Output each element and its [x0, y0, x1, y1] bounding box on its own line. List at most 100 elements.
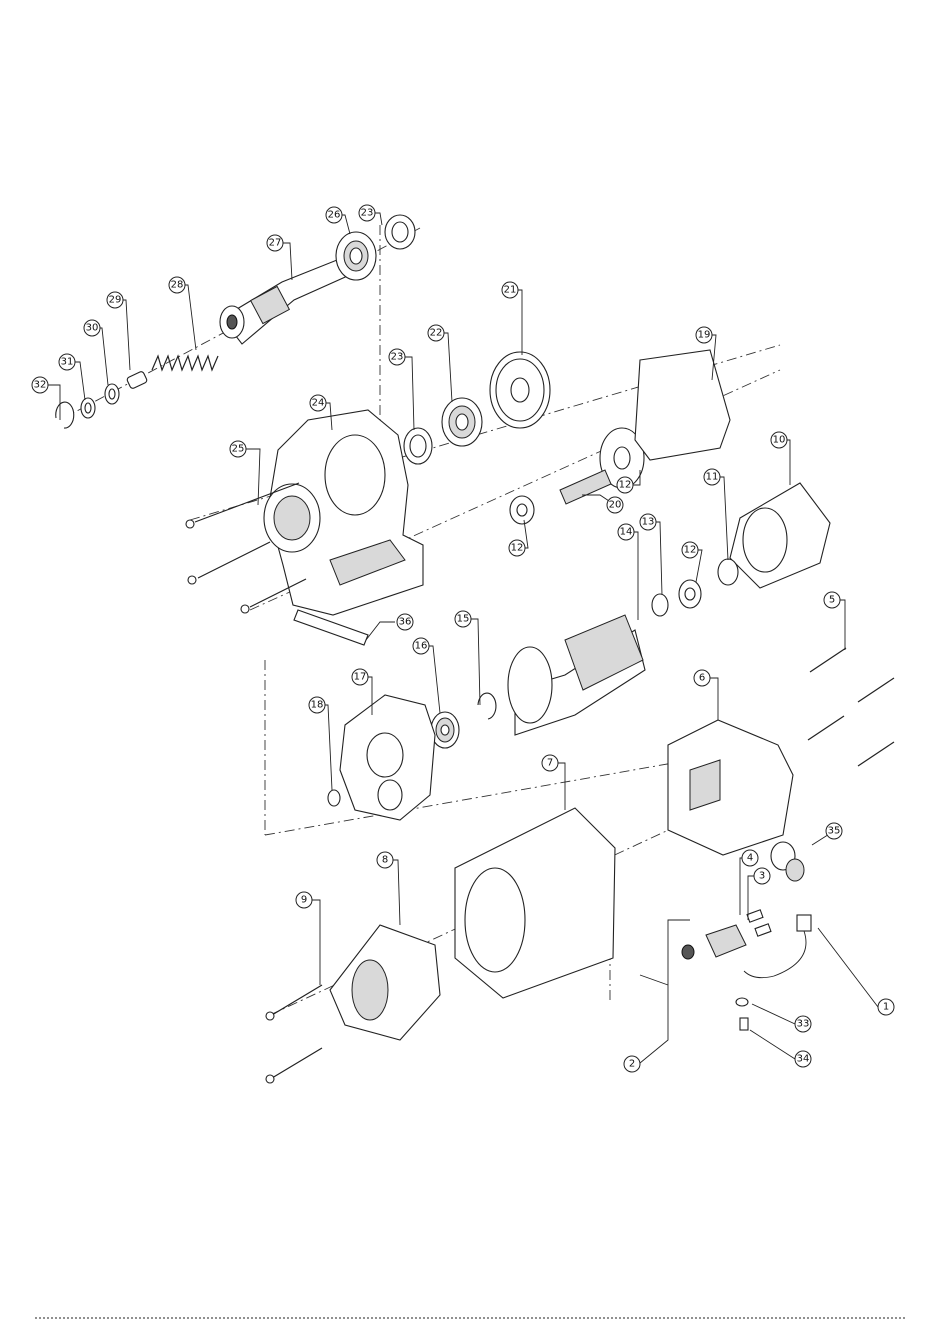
part-spring-28	[152, 356, 218, 370]
label-5: 5	[824, 592, 840, 608]
svg-text:7: 7	[547, 758, 553, 769]
label-29: 29	[107, 292, 123, 308]
svg-text:29: 29	[109, 295, 122, 306]
svg-text:3: 3	[759, 871, 765, 882]
label-12-b: 12	[617, 477, 633, 493]
assembly-axes	[60, 225, 780, 1015]
label-10: 10	[771, 432, 787, 448]
label-22: 22	[428, 325, 444, 341]
part-cover-ring-10	[730, 483, 830, 588]
part-gear-shaft-20	[560, 428, 644, 504]
label-20: 20	[607, 497, 623, 513]
svg-text:15: 15	[457, 614, 470, 625]
label-14: 14	[618, 524, 634, 540]
part-washer-13	[652, 594, 668, 616]
svg-text:27: 27	[269, 238, 282, 249]
part-circlip-15	[478, 693, 496, 719]
svg-text:12: 12	[511, 543, 524, 554]
label-16: 16	[413, 638, 429, 654]
svg-text:25: 25	[232, 444, 245, 455]
label-31: 31	[59, 354, 75, 370]
part-screws-5	[808, 648, 894, 766]
svg-text:16: 16	[415, 641, 428, 652]
svg-text:32: 32	[34, 380, 47, 391]
part-gasket-19	[635, 350, 730, 460]
part-flange-17	[340, 695, 435, 820]
label-30: 30	[84, 320, 100, 336]
label-2: 2	[624, 1056, 640, 1072]
part-stator-housing-7	[455, 808, 615, 998]
part-circlip-32	[56, 402, 74, 428]
svg-text:4: 4	[747, 853, 753, 864]
label-32: 32	[32, 377, 48, 393]
svg-text:35: 35	[828, 826, 841, 837]
label-7: 7	[542, 755, 558, 771]
label-24: 24	[310, 395, 326, 411]
svg-text:21: 21	[504, 285, 517, 296]
label-1: 1	[878, 999, 894, 1015]
part-spindle-27	[220, 258, 352, 344]
label-18: 18	[309, 697, 325, 713]
part-armature-14	[508, 615, 645, 735]
part-capacitor-1	[744, 915, 811, 978]
svg-text:6: 6	[699, 673, 705, 684]
part-bearing-16	[431, 712, 459, 748]
part-washer-33	[736, 998, 748, 1006]
svg-text:20: 20	[609, 500, 622, 511]
part-o-ring-11	[718, 559, 738, 585]
svg-text:5: 5	[829, 595, 835, 606]
label-27: 27	[267, 235, 283, 251]
part-cable-gland-35	[771, 842, 804, 881]
label-4: 4	[742, 850, 758, 866]
part-seal-23-top	[385, 215, 415, 249]
svg-text:23: 23	[361, 208, 374, 219]
label-11: 11	[704, 469, 720, 485]
svg-text:24: 24	[312, 398, 325, 409]
label-28: 28	[169, 277, 185, 293]
label-3: 3	[754, 868, 770, 884]
part-gear-21	[490, 352, 550, 428]
svg-text:9: 9	[301, 895, 307, 906]
svg-text:30: 30	[86, 323, 99, 334]
svg-text:14: 14	[620, 527, 633, 538]
label-33: 33	[795, 1016, 811, 1032]
svg-text:22: 22	[430, 328, 443, 339]
svg-text:1: 1	[883, 1002, 889, 1013]
svg-text:26: 26	[328, 210, 341, 221]
svg-text:19: 19	[698, 330, 711, 341]
part-ring-18	[328, 790, 340, 806]
part-screws-9	[266, 985, 322, 1083]
svg-text:12: 12	[619, 480, 632, 491]
part-gear-housing-24	[264, 410, 423, 615]
svg-text:17: 17	[354, 672, 367, 683]
label-12-a: 12	[509, 540, 525, 556]
label-9: 9	[296, 892, 312, 908]
svg-text:11: 11	[706, 472, 719, 483]
label-36: 36	[397, 614, 413, 630]
part-key-36	[294, 610, 368, 645]
svg-text:8: 8	[382, 855, 388, 866]
part-bearing-26	[336, 232, 376, 280]
label-21: 21	[502, 282, 518, 298]
label-15: 15	[455, 611, 471, 627]
part-seal-23-mid	[404, 428, 432, 464]
svg-text:13: 13	[642, 517, 655, 528]
svg-text:2: 2	[629, 1059, 635, 1070]
part-bearing-22	[442, 398, 482, 446]
svg-text:31: 31	[61, 357, 74, 368]
label-13: 13	[640, 514, 656, 530]
svg-text:33: 33	[797, 1019, 810, 1030]
label-35: 35	[826, 823, 842, 839]
label-23-mid: 23	[389, 349, 405, 365]
part-bearing-12-a	[510, 496, 534, 524]
label-8: 8	[377, 852, 393, 868]
part-washer-31	[81, 398, 95, 418]
label-17: 17	[352, 669, 368, 685]
label-12-c: 12	[682, 542, 698, 558]
part-pin-29	[126, 371, 147, 389]
part-bearing-12-c	[679, 580, 701, 608]
part-stator-8	[330, 925, 440, 1040]
svg-text:12: 12	[684, 545, 697, 556]
part-switch-assembly-2	[682, 910, 771, 959]
part-washer-30	[105, 384, 119, 404]
